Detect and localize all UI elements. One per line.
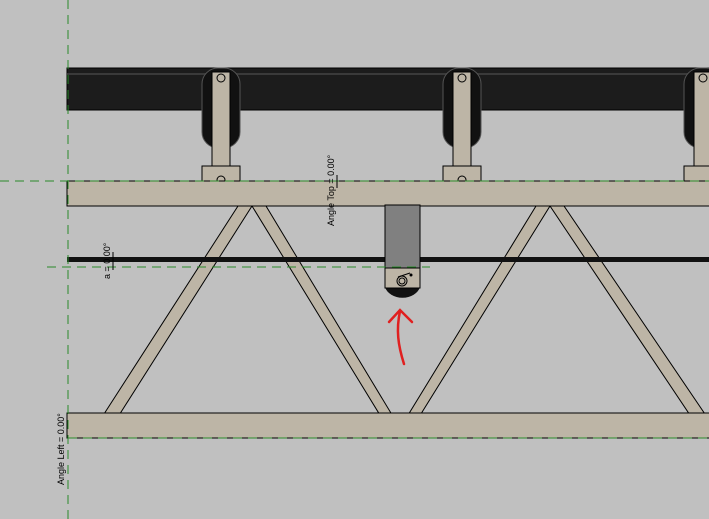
- selected-carriage[interactable]: [384, 204, 421, 298]
- trolley-wheel-3[interactable]: [683, 67, 709, 182]
- red-arrow-annotation: [387, 308, 414, 366]
- truss-bottom-chord[interactable]: [66, 412, 709, 439]
- angle-a-label[interactable]: a = 0.00°: [102, 242, 112, 279]
- angle-left-label[interactable]: Angle Left = 0.00°: [56, 413, 66, 485]
- truss-top-chord[interactable]: [66, 180, 709, 207]
- trolley-wheel-1[interactable]: [201, 67, 241, 185]
- angle-top-label[interactable]: Angle Top = 0.00°: [326, 154, 336, 226]
- trolley-wheel-2[interactable]: [442, 67, 482, 185]
